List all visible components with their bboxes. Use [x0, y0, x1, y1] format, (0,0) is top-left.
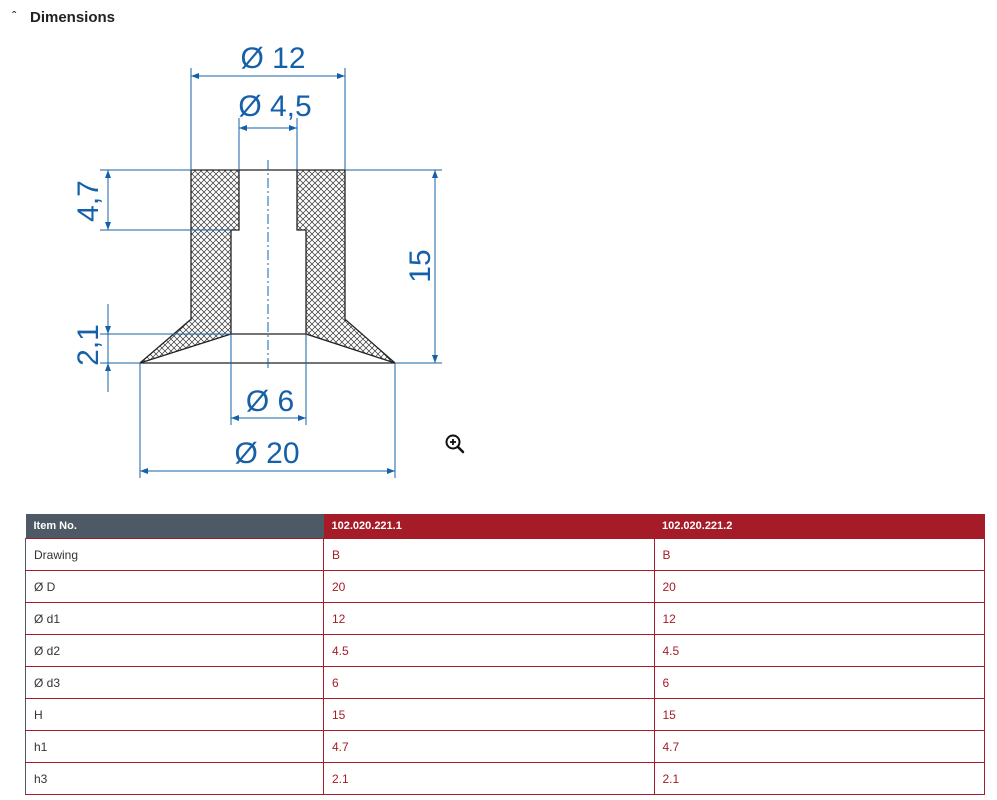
- row-value-1: 4.5: [323, 634, 655, 667]
- row-value-1: 4.7: [323, 730, 655, 763]
- row-label: Ø d3: [25, 666, 324, 699]
- row-label: Drawing: [25, 538, 324, 571]
- row-label: h3: [25, 762, 324, 795]
- zoom-in-icon[interactable]: [444, 433, 466, 455]
- table-row: Ø d1 12 12: [25, 602, 985, 635]
- dim-label-h47: 4,7: [72, 180, 105, 222]
- row-label: Ø D: [25, 570, 324, 603]
- row-value-2: 20: [653, 570, 985, 603]
- table-row: Drawing B B: [25, 538, 985, 571]
- row-label: h1: [25, 730, 324, 763]
- dim-label-d20: Ø 20: [234, 437, 299, 470]
- table-header-row: Item No. 102.020.221.1 102.020.221.2: [25, 514, 985, 539]
- header-item-no: Item No.: [25, 514, 324, 539]
- table-row: Ø D 20 20: [25, 570, 985, 603]
- row-label: H: [25, 698, 324, 731]
- chevron-up-icon: ˆ: [12, 9, 16, 23]
- row-value-2: 12: [653, 602, 985, 635]
- row-value-2: 4.5: [653, 634, 985, 667]
- row-value-1: 20: [323, 570, 655, 603]
- dim-label-d6: Ø 6: [246, 385, 294, 418]
- table-row: Ø d3 6 6: [25, 666, 985, 699]
- dim-label-d12: Ø 12: [240, 42, 305, 75]
- dimension-lines: [100, 68, 442, 478]
- row-value-1: 12: [323, 602, 655, 635]
- row-value-1: 6: [323, 666, 655, 699]
- table-row: Ø d2 4.5 4.5: [25, 634, 985, 667]
- dim-label-h21: 2,1: [72, 324, 105, 366]
- row-value-2: 6: [653, 666, 985, 699]
- dim-label-h15: 15: [404, 249, 437, 282]
- row-value-1: B: [323, 538, 655, 571]
- row-label: Ø d2: [25, 634, 324, 667]
- row-value-2: 2.1: [653, 762, 985, 795]
- section-title: Dimensions: [30, 8, 116, 26]
- dim-label-d45: Ø 4,5: [238, 90, 311, 123]
- row-value-2: 15: [653, 698, 985, 731]
- header-variant-1: 102.020.221.1: [323, 514, 654, 539]
- dimensions-section-toggle[interactable]: ˆ Dimensions: [8, 6, 115, 28]
- dimension-labels: Ø 12 Ø 4,5 Ø 6 Ø 20 4,7 15 2,1: [72, 42, 437, 470]
- row-label: Ø d1: [25, 602, 324, 635]
- part-body: [139, 160, 396, 370]
- table-row: h1 4.7 4.7: [25, 730, 985, 763]
- specifications-table: Item No. 102.020.221.1 102.020.221.2 Dra…: [25, 514, 985, 795]
- table-row: h3 2.1 2.1: [25, 762, 985, 795]
- dimension-drawing: Ø 12 Ø 4,5 Ø 6 Ø 20 4,7 15 2,1: [72, 42, 442, 478]
- row-value-1: 2.1: [323, 762, 655, 795]
- row-value-2: 4.7: [653, 730, 985, 763]
- row-value-2: B: [653, 538, 985, 571]
- table-row: H 15 15: [25, 698, 985, 731]
- header-variant-2: 102.020.221.2: [654, 514, 985, 539]
- row-value-1: 15: [323, 698, 655, 731]
